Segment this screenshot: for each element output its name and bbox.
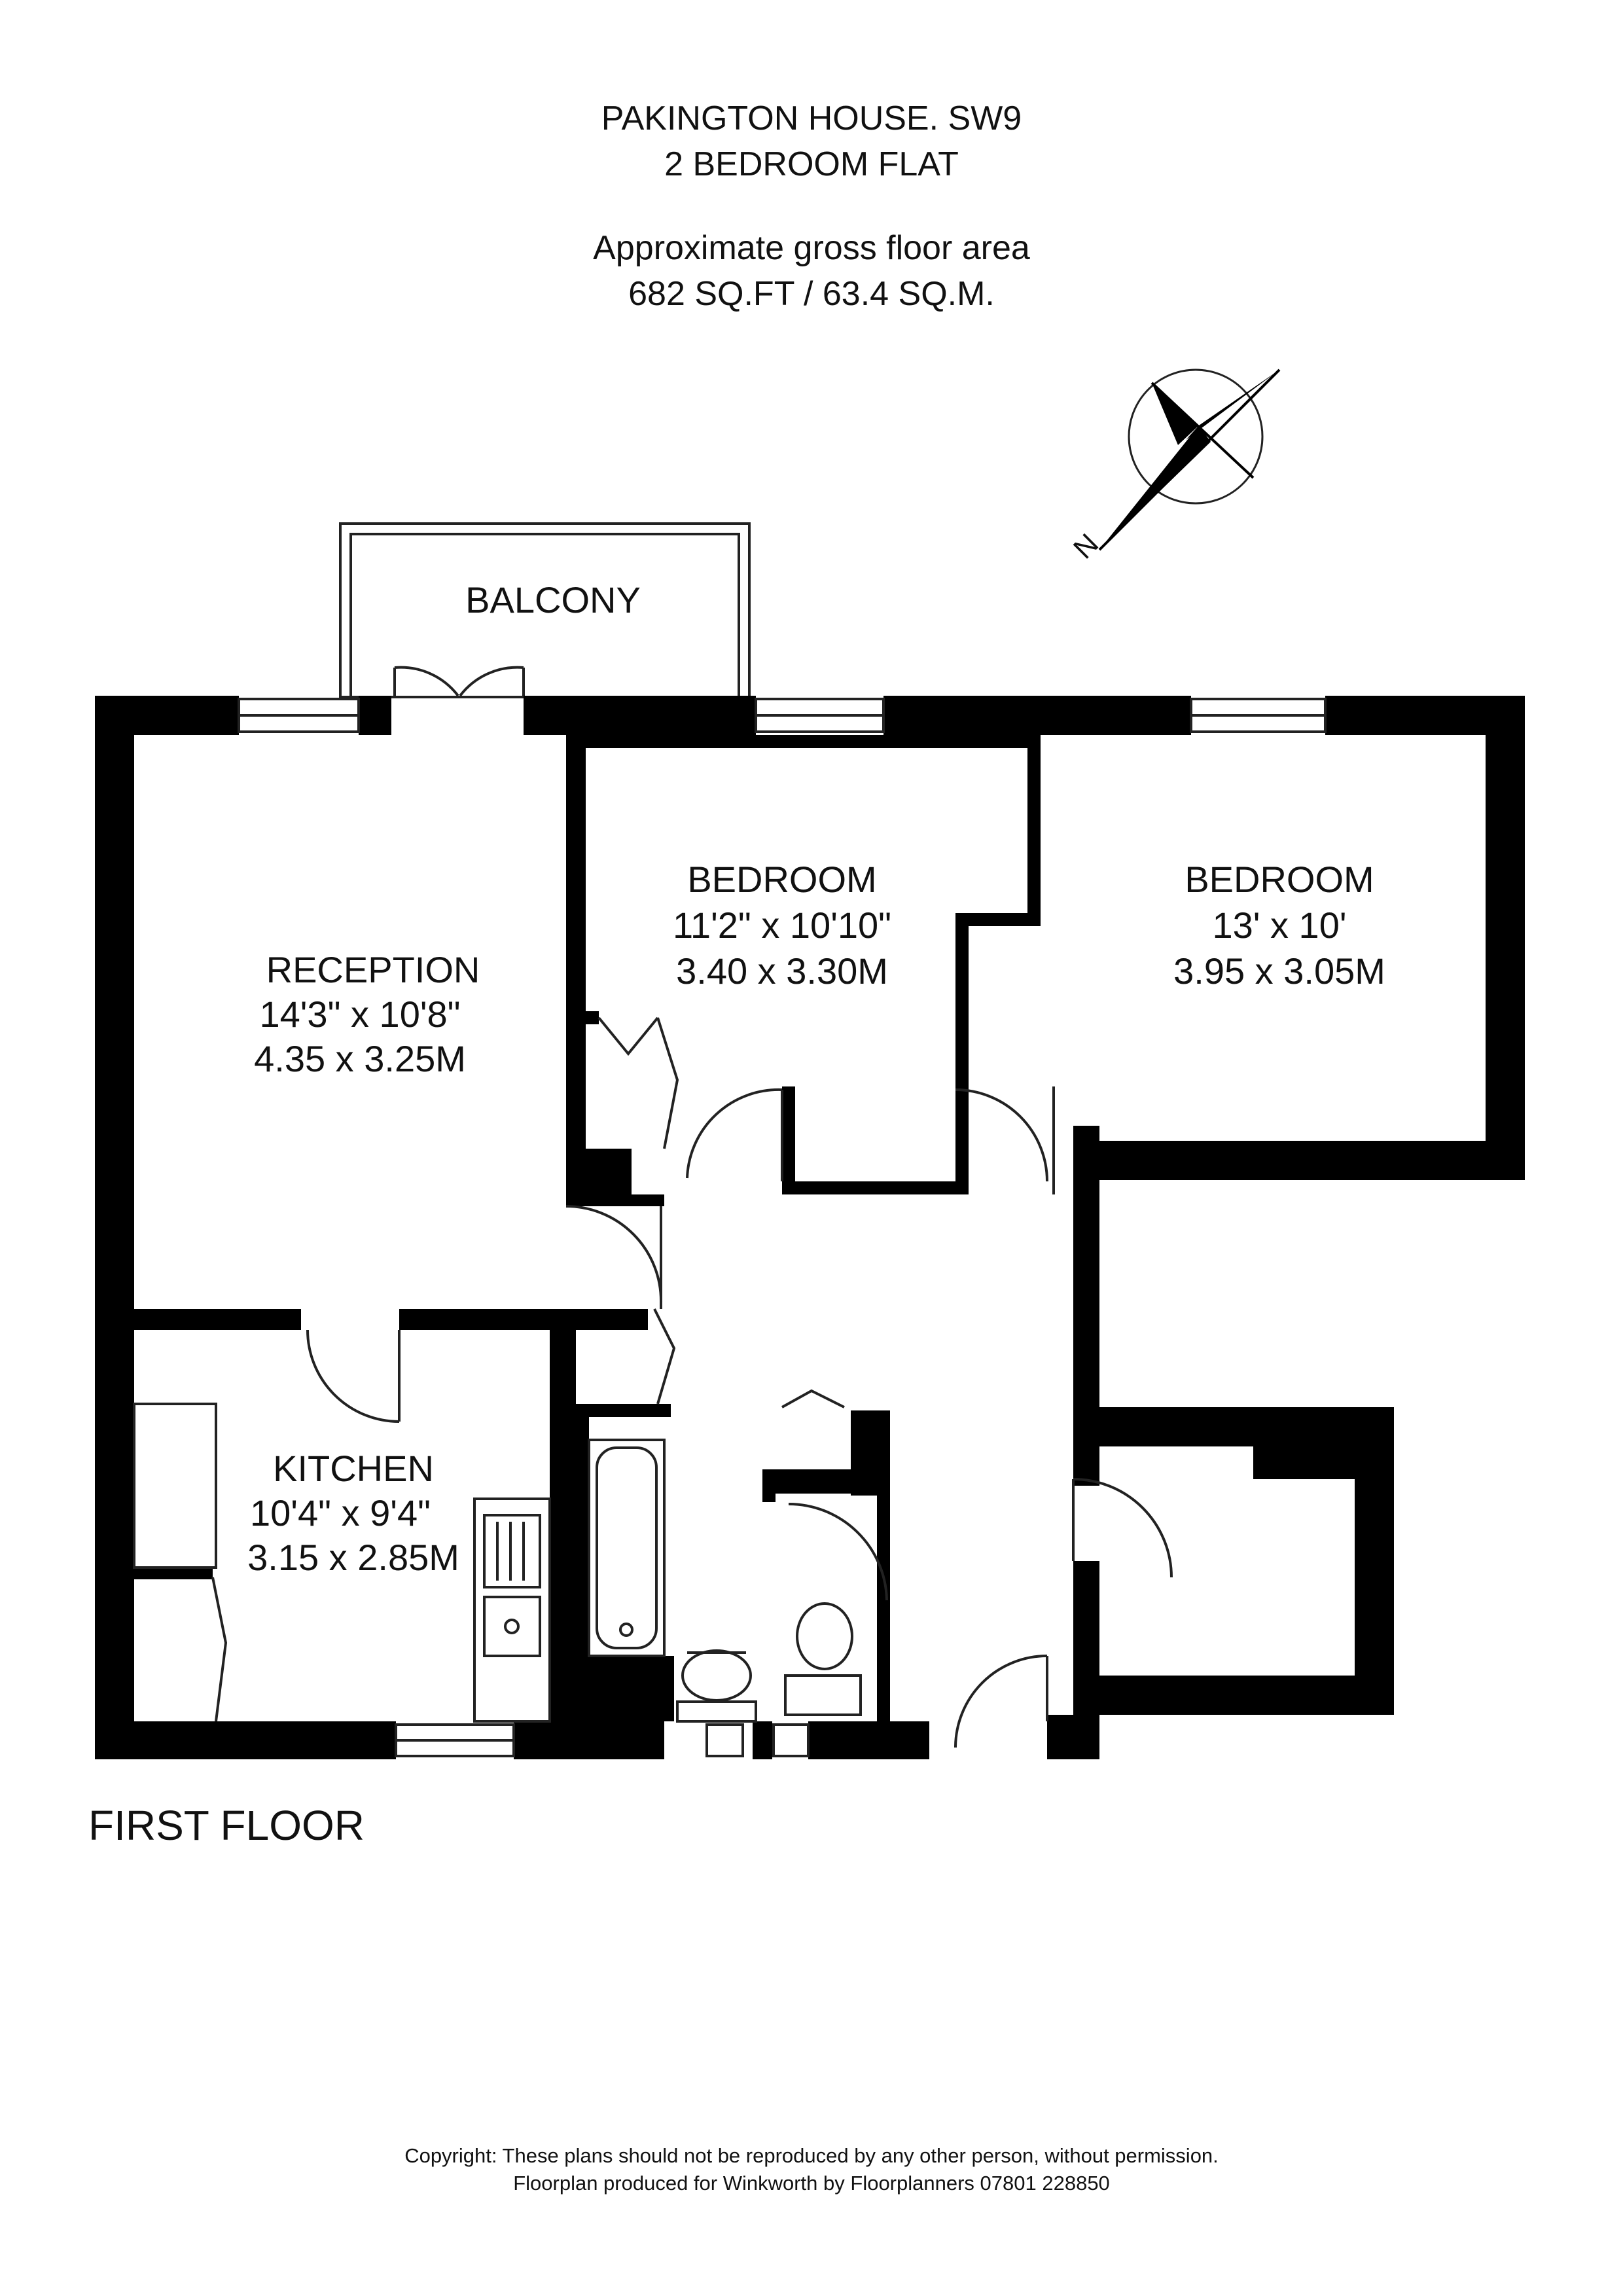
area-value: 682 SQ.FT / 63.4 SQ.M. — [628, 275, 995, 313]
doors — [211, 666, 1173, 1748]
bedroom2-name: BEDROOM — [1185, 859, 1374, 900]
bedroom2-imperial: 13' x 10' — [1212, 905, 1347, 946]
area-label: Approximate gross floor area — [593, 229, 1030, 267]
windows — [238, 698, 1327, 1757]
kitchen-name: KITCHEN — [273, 1448, 434, 1489]
kitchen-imperial: 10'4" x 9'4" — [250, 1492, 431, 1534]
interior-walls — [134, 735, 1041, 1725]
bathroom-fittings — [588, 1439, 862, 1723]
compass-icon — [1098, 368, 1281, 551]
bedroom1-metric: 3.40 x 3.30M — [676, 950, 888, 992]
reception-name: RECEPTION — [266, 949, 480, 990]
bedroom1-imperial: 11'2" x 10'10" — [672, 905, 892, 946]
property-type: 2 BEDROOM FLAT — [664, 145, 959, 183]
producer-notice: Floorplan produced for Winkworth by Floo… — [513, 2172, 1110, 2195]
kitchen-metric: 3.15 x 2.85M — [247, 1537, 459, 1578]
reception-metric: 4.35 x 3.25M — [254, 1038, 466, 1079]
bedroom1-name: BEDROOM — [687, 859, 877, 900]
kitchen-fittings — [133, 1403, 551, 1723]
property-title: PAKINGTON HOUSE. SW9 — [601, 99, 1022, 137]
reception-imperial: 14'3" x 10'8" — [259, 994, 461, 1035]
outer-walls — [95, 696, 1525, 1759]
floor-label: FIRST FLOOR — [88, 1802, 365, 1849]
bedroom2-metric: 3.95 x 3.05M — [1173, 950, 1385, 992]
balcony-name: BALCONY — [465, 579, 641, 620]
copyright-notice: Copyright: These plans should not be rep… — [404, 2144, 1219, 2167]
